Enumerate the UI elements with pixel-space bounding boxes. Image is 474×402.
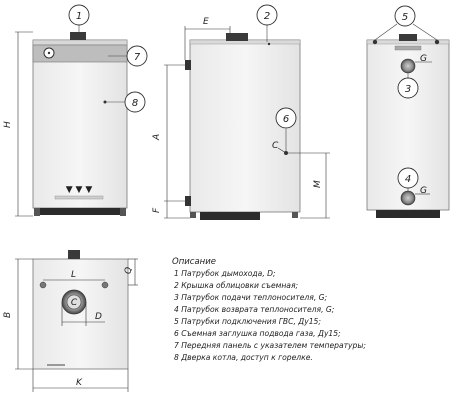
- front-view: ▼ ▼ ▼ H: [3, 31, 128, 217]
- legend-item-2: 2 Крышка облицовки съемная;: [174, 281, 299, 290]
- dimension-H: [15, 31, 33, 217]
- legend-item-4: 4 Патрубок возврата теплоносителя, G;: [174, 305, 335, 314]
- dim-label-L: L: [71, 270, 76, 280]
- legend-item-5: 5 Патрубки подключения ГВС, Ду15;: [174, 317, 321, 326]
- dim-label-F: F: [152, 207, 162, 213]
- front-vent-slot: [54, 195, 104, 200]
- callout-7: 7: [108, 45, 148, 67]
- rear-vent: [394, 45, 422, 51]
- dimension-E: [184, 26, 231, 60]
- legend-item-6: 6 Съемная заглушка подвода газа, Ду15;: [174, 329, 341, 338]
- legend-item-7: 7 Передняя панель с указателем температу…: [174, 341, 366, 350]
- side-bottom-connector: [185, 196, 191, 206]
- dhw-connector-right: [434, 39, 440, 45]
- callout-1: 1: [68, 4, 90, 32]
- dhw-connector-left: [372, 39, 378, 45]
- dimension-C: [277, 147, 330, 154]
- svg-text:8: 8: [132, 98, 138, 109]
- callout-8: 8: [103, 91, 146, 113]
- svg-text:1: 1: [76, 11, 82, 22]
- supply-port: [400, 58, 416, 74]
- callout-5: 5: [374, 5, 438, 41]
- dim-label-G-supply: G: [420, 54, 427, 64]
- side-flue-pipe: [226, 33, 248, 41]
- plan-dhw-right: [101, 281, 109, 289]
- legend-item-1: 1 Патрубок дымохода, D;: [174, 269, 276, 278]
- dimension-D: [61, 302, 105, 326]
- svg-text:5: 5: [402, 12, 408, 23]
- dim-label-D: D: [95, 312, 102, 322]
- side-top-connector: [185, 60, 191, 70]
- dimension-K: [32, 369, 129, 392]
- front-base: [40, 208, 120, 215]
- plan-body: [32, 258, 129, 370]
- callout-3: 3: [397, 73, 419, 99]
- rear-base: [376, 210, 440, 218]
- rear-flue-pipe: [399, 34, 417, 41]
- dimension-F: [164, 201, 190, 219]
- plan-view: C: [32, 250, 129, 370]
- legend-item-3: 3 Патрубок подачи теплоносителя, G;: [174, 293, 328, 302]
- dimension-A: [164, 64, 185, 202]
- plan-dhw-left: [39, 281, 47, 289]
- svg-text:7: 7: [134, 52, 141, 63]
- callout-6: 6: [275, 107, 297, 151]
- svg-text:2: 2: [264, 11, 270, 22]
- legend-title: Описание: [172, 257, 216, 267]
- dim-label-A: A: [152, 134, 162, 141]
- dim-label-E: E: [203, 17, 209, 27]
- dimension-Q: [128, 258, 138, 286]
- legend-item-8: 8 Дверка котла, доступ к горелке.: [174, 353, 313, 362]
- front-body: [32, 39, 128, 209]
- front-top-band: [32, 39, 128, 46]
- svg-text:3: 3: [405, 84, 411, 95]
- svg-text:6: 6: [283, 114, 289, 125]
- dimension-B: [15, 258, 33, 370]
- dim-label-B: B: [3, 312, 13, 318]
- dim-label-H: H: [3, 121, 13, 128]
- side-base: [200, 212, 260, 220]
- svg-text:▼ ▼ ▼: ▼ ▼ ▼: [66, 185, 93, 195]
- dim-label-K: K: [76, 378, 83, 388]
- dim-label-C: C: [272, 141, 279, 151]
- dimension-M: [300, 153, 330, 219]
- plan-flue-inner: [66, 294, 82, 310]
- dim-label-Q: Q: [124, 267, 134, 274]
- callout-4: 4: [397, 167, 419, 191]
- legend: Описание 1 Патрубок дымохода, D; 2 Крышк…: [172, 257, 366, 362]
- plan-rear-pipe: [68, 250, 80, 259]
- dim-label-G-return: G: [420, 186, 427, 196]
- callout-2: 2: [256, 4, 278, 42]
- svg-text:4: 4: [405, 174, 411, 185]
- dim-label-M: M: [313, 180, 323, 188]
- front-flue-pipe: [70, 32, 86, 40]
- dim-label-C-plan: C: [71, 298, 78, 308]
- return-port: [400, 190, 416, 206]
